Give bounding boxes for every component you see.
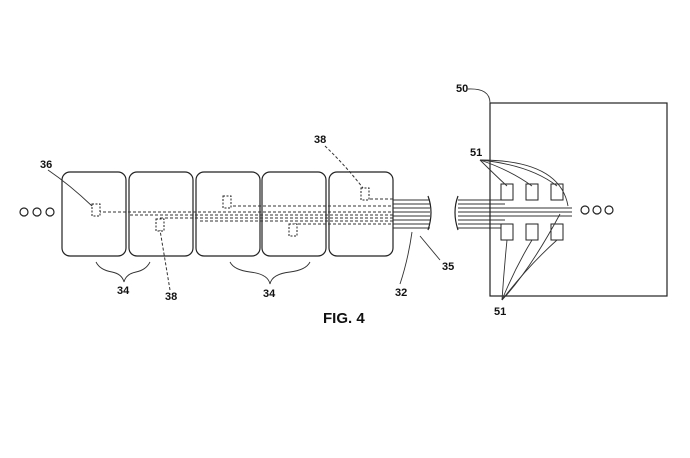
label-35: 35 bbox=[442, 261, 454, 273]
cell-5 bbox=[328, 171, 394, 257]
sensor-36 bbox=[91, 203, 101, 217]
board-chip-4 bbox=[500, 223, 514, 241]
sensor-cell-2 bbox=[155, 218, 165, 232]
label-51-top: 51 bbox=[470, 147, 482, 159]
cell-4 bbox=[261, 171, 327, 257]
board-chips bbox=[500, 183, 564, 241]
board-chip-5 bbox=[525, 223, 539, 241]
label-51-bottom: 51 bbox=[494, 306, 506, 318]
figure-caption: FIG. 4 bbox=[323, 310, 365, 327]
ellipsis-left bbox=[19, 207, 55, 217]
cell-row bbox=[61, 171, 394, 257]
sensor-cell-3 bbox=[222, 195, 232, 209]
label-34-mid: 34 bbox=[263, 288, 276, 300]
sensor-cell-4 bbox=[288, 223, 298, 237]
board-chip-3 bbox=[550, 183, 564, 201]
label-32: 32 bbox=[395, 287, 407, 299]
board-chip-2 bbox=[525, 183, 539, 201]
sensor-38-top bbox=[360, 187, 370, 201]
cell-3 bbox=[195, 171, 261, 257]
ellipsis-right bbox=[580, 205, 614, 215]
board-50 bbox=[489, 102, 668, 297]
board-chip-1 bbox=[500, 183, 514, 201]
bus-lines bbox=[98, 198, 393, 225]
label-34-left: 34 bbox=[117, 285, 130, 297]
label-38-bottom: 38 bbox=[165, 291, 177, 303]
label-36: 36 bbox=[40, 159, 52, 171]
cable-32 bbox=[393, 195, 432, 231]
cell-2 bbox=[128, 171, 194, 257]
label-50: 50 bbox=[456, 83, 468, 95]
label-38-top: 38 bbox=[314, 134, 326, 146]
leader-lines bbox=[47, 88, 569, 301]
cable-to-board bbox=[454, 195, 572, 231]
sensor-chips bbox=[91, 187, 370, 237]
